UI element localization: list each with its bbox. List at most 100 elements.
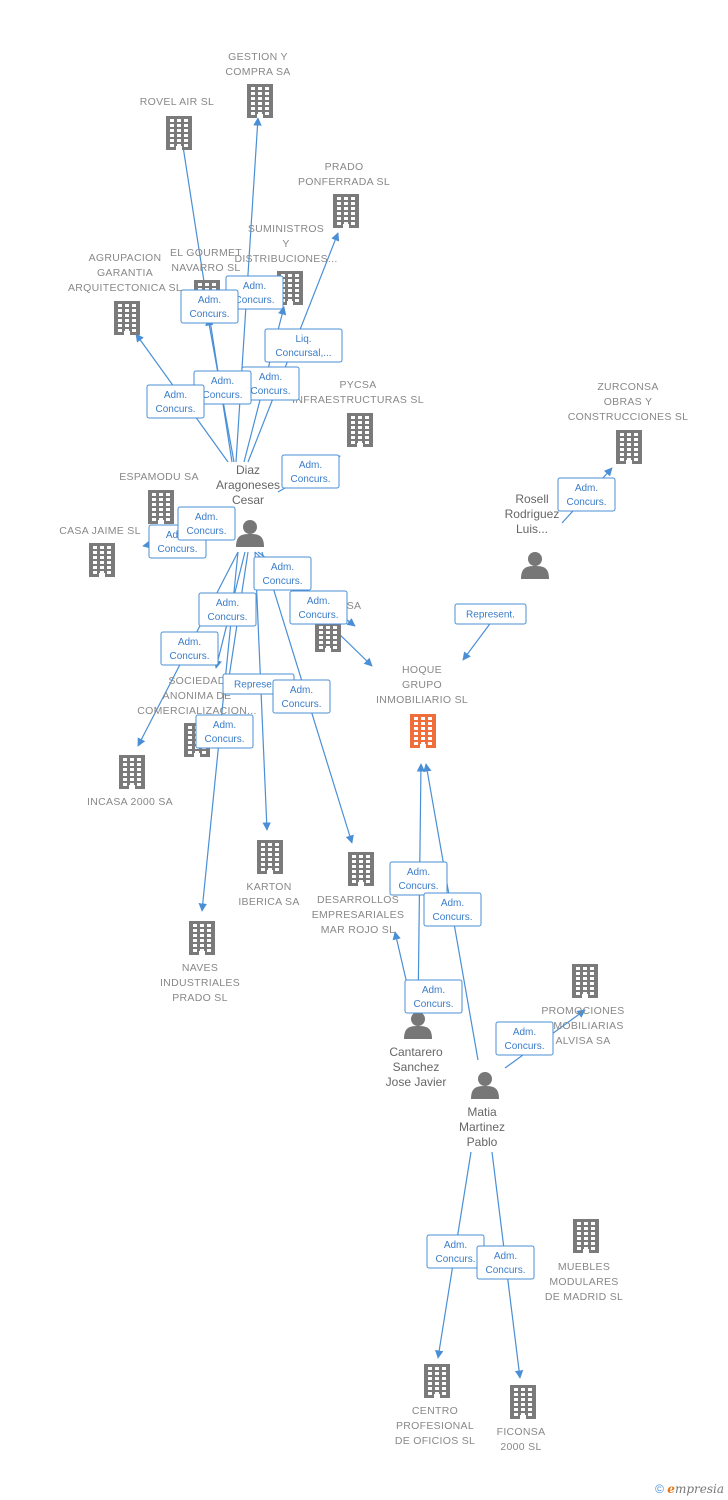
relationship-label-box[interactable]: [557, 477, 616, 512]
company-node[interactable]: FICONSA 2000 SL: [497, 1385, 546, 1453]
node-label[interactable]: Luis...: [516, 522, 548, 536]
relationship-label[interactable]: Adm.Concurs.: [495, 1021, 554, 1056]
node-label[interactable]: Martinez: [459, 1120, 505, 1134]
node-label[interactable]: MODULARES: [549, 1276, 618, 1288]
node-label[interactable]: SA: [347, 600, 362, 612]
company-node[interactable]: CASA JAIME SL: [59, 525, 141, 577]
relationship-label[interactable]: Adm.Concurs.: [476, 1245, 535, 1280]
relationship-label[interactable]: Adm.Concurs.: [426, 1234, 485, 1269]
node-label[interactable]: SOCIEDAD: [168, 675, 225, 687]
node-label[interactable]: ROVEL AIR SL: [140, 96, 214, 108]
relationship-label-box[interactable]: [476, 1245, 535, 1280]
node-label[interactable]: PRADO SL: [172, 992, 228, 1004]
relationship-label-box[interactable]: [160, 631, 219, 666]
relationship-label-box[interactable]: [423, 892, 482, 927]
relationship-label[interactable]: Adm.Concurs.: [557, 477, 616, 512]
node-label[interactable]: NAVES: [182, 962, 218, 974]
node-label[interactable]: PROFESIONAL: [396, 1420, 474, 1432]
relationship-label[interactable]: Adm.Concurs.: [180, 289, 239, 324]
company-node[interactable]: MUEBLES MODULARES DE MADRID SL: [545, 1219, 623, 1303]
node-label[interactable]: Cesar: [232, 493, 264, 507]
focus-company-node[interactable]: HOQUE GRUPO INMOBILIARIO SL: [376, 664, 468, 748]
node-label[interactable]: COMERCIALIZACION...: [137, 705, 256, 717]
node-label[interactable]: AGRUPACION: [89, 252, 162, 264]
relationship-label[interactable]: Adm.Concurs.: [177, 506, 236, 541]
node-label[interactable]: INMOBILIARIO SL: [376, 694, 468, 706]
node-label[interactable]: GRUPO: [402, 679, 442, 691]
node-label[interactable]: EL GOURMET: [170, 247, 242, 259]
relationship-label[interactable]: Adm.Concurs.: [289, 590, 348, 625]
relationship-label[interactable]: Represent.: [454, 603, 527, 625]
relationship-label-box[interactable]: [180, 289, 239, 324]
company-node[interactable]: INCASA 2000 SA: [87, 755, 173, 808]
node-label[interactable]: PRADO: [325, 161, 364, 173]
relationship-label-box[interactable]: [198, 592, 257, 627]
relationship-label-box[interactable]: [389, 861, 448, 896]
relationship-label[interactable]: Adm.Concurs.: [160, 631, 219, 666]
relationship-label-box[interactable]: [281, 454, 340, 489]
relationship-label[interactable]: Adm.Concurs.: [404, 979, 463, 1014]
node-label[interactable]: FICONSA: [497, 1426, 546, 1438]
relationship-label-box[interactable]: [404, 979, 463, 1014]
relationship-label[interactable]: Adm.Concurs.: [281, 454, 340, 489]
relationship-label[interactable]: Adm.Concurs.: [272, 679, 331, 714]
node-label[interactable]: MUEBLES: [558, 1261, 610, 1273]
node-label[interactable]: KARTON: [246, 881, 291, 893]
node-label[interactable]: IBERICA SA: [238, 896, 299, 908]
company-node[interactable]: ROVEL AIR SL: [140, 96, 214, 150]
node-label[interactable]: Matia: [467, 1105, 497, 1119]
person-node[interactable]: RosellRodriguezLuis...: [505, 492, 560, 579]
relationship-label[interactable]: Adm.Concurs.: [195, 714, 254, 749]
relationship-label[interactable]: Adm.Concurs.: [193, 370, 252, 405]
relationship-label-box[interactable]: [272, 679, 331, 714]
relationship-label-box[interactable]: [177, 506, 236, 541]
node-label[interactable]: ARQUITECTONICA SL: [68, 282, 182, 294]
node-label[interactable]: Cantarero: [389, 1045, 443, 1059]
node-label[interactable]: Sanchez: [393, 1060, 440, 1074]
relationship-label[interactable]: Adm.Concurs.: [423, 892, 482, 927]
node-label[interactable]: Rosell: [515, 492, 548, 506]
relationship-label[interactable]: Liq.Concursal,...: [264, 328, 343, 363]
relationship-label[interactable]: Adm.Concurs.: [198, 592, 257, 627]
node-label[interactable]: OBRAS Y: [604, 396, 653, 408]
node-label[interactable]: COMPRA SA: [225, 66, 290, 78]
node-label[interactable]: CONSTRUCCIONES SL: [568, 411, 689, 423]
company-node[interactable]: ESPAMODU SA: [119, 471, 199, 524]
relationship-label[interactable]: Adm.Concurs.: [389, 861, 448, 896]
node-label[interactable]: ALVISA SA: [555, 1035, 610, 1047]
node-label[interactable]: DISTRIBUCIONES...: [234, 253, 337, 265]
node-label[interactable]: CASA JAIME SL: [59, 525, 141, 537]
node-label[interactable]: PROMOCIONES: [541, 1005, 624, 1017]
node-label[interactable]: ESPAMODU SA: [119, 471, 199, 483]
node-label[interactable]: Jose Javier: [386, 1075, 447, 1089]
node-label[interactable]: GARANTIA: [97, 267, 153, 279]
relationship-label[interactable]: Adm.Concurs.: [253, 556, 312, 591]
relationship-label-box[interactable]: [289, 590, 348, 625]
node-label[interactable]: HOQUE: [402, 664, 442, 676]
node-label[interactable]: Aragoneses: [216, 478, 280, 492]
company-node[interactable]: SUMINISTROSYDISTRIBUCIONES...: [234, 223, 337, 305]
node-label[interactable]: DESARROLLOS: [317, 894, 399, 906]
node-label[interactable]: MAR ROJO SL: [321, 924, 395, 936]
node-label[interactable]: NAVARRO SL: [171, 262, 240, 274]
relationship-label-box[interactable]: [495, 1021, 554, 1056]
node-label[interactable]: Pablo: [467, 1135, 498, 1149]
relationship-label[interactable]: Adm.Concurs.: [146, 384, 205, 419]
node-label[interactable]: DE MADRID SL: [545, 1291, 623, 1303]
node-label[interactable]: Diaz: [236, 463, 260, 477]
node-label[interactable]: ANONIMA DE: [163, 690, 232, 702]
node-label[interactable]: 2000 SL: [500, 1441, 541, 1453]
relationship-label-box[interactable]: [253, 556, 312, 591]
node-label[interactable]: ZURCONSA: [597, 381, 658, 393]
node-label[interactable]: SUMINISTROS: [248, 223, 324, 235]
node-label[interactable]: CENTRO: [412, 1405, 458, 1417]
node-label[interactable]: INCASA 2000 SA: [87, 796, 173, 808]
